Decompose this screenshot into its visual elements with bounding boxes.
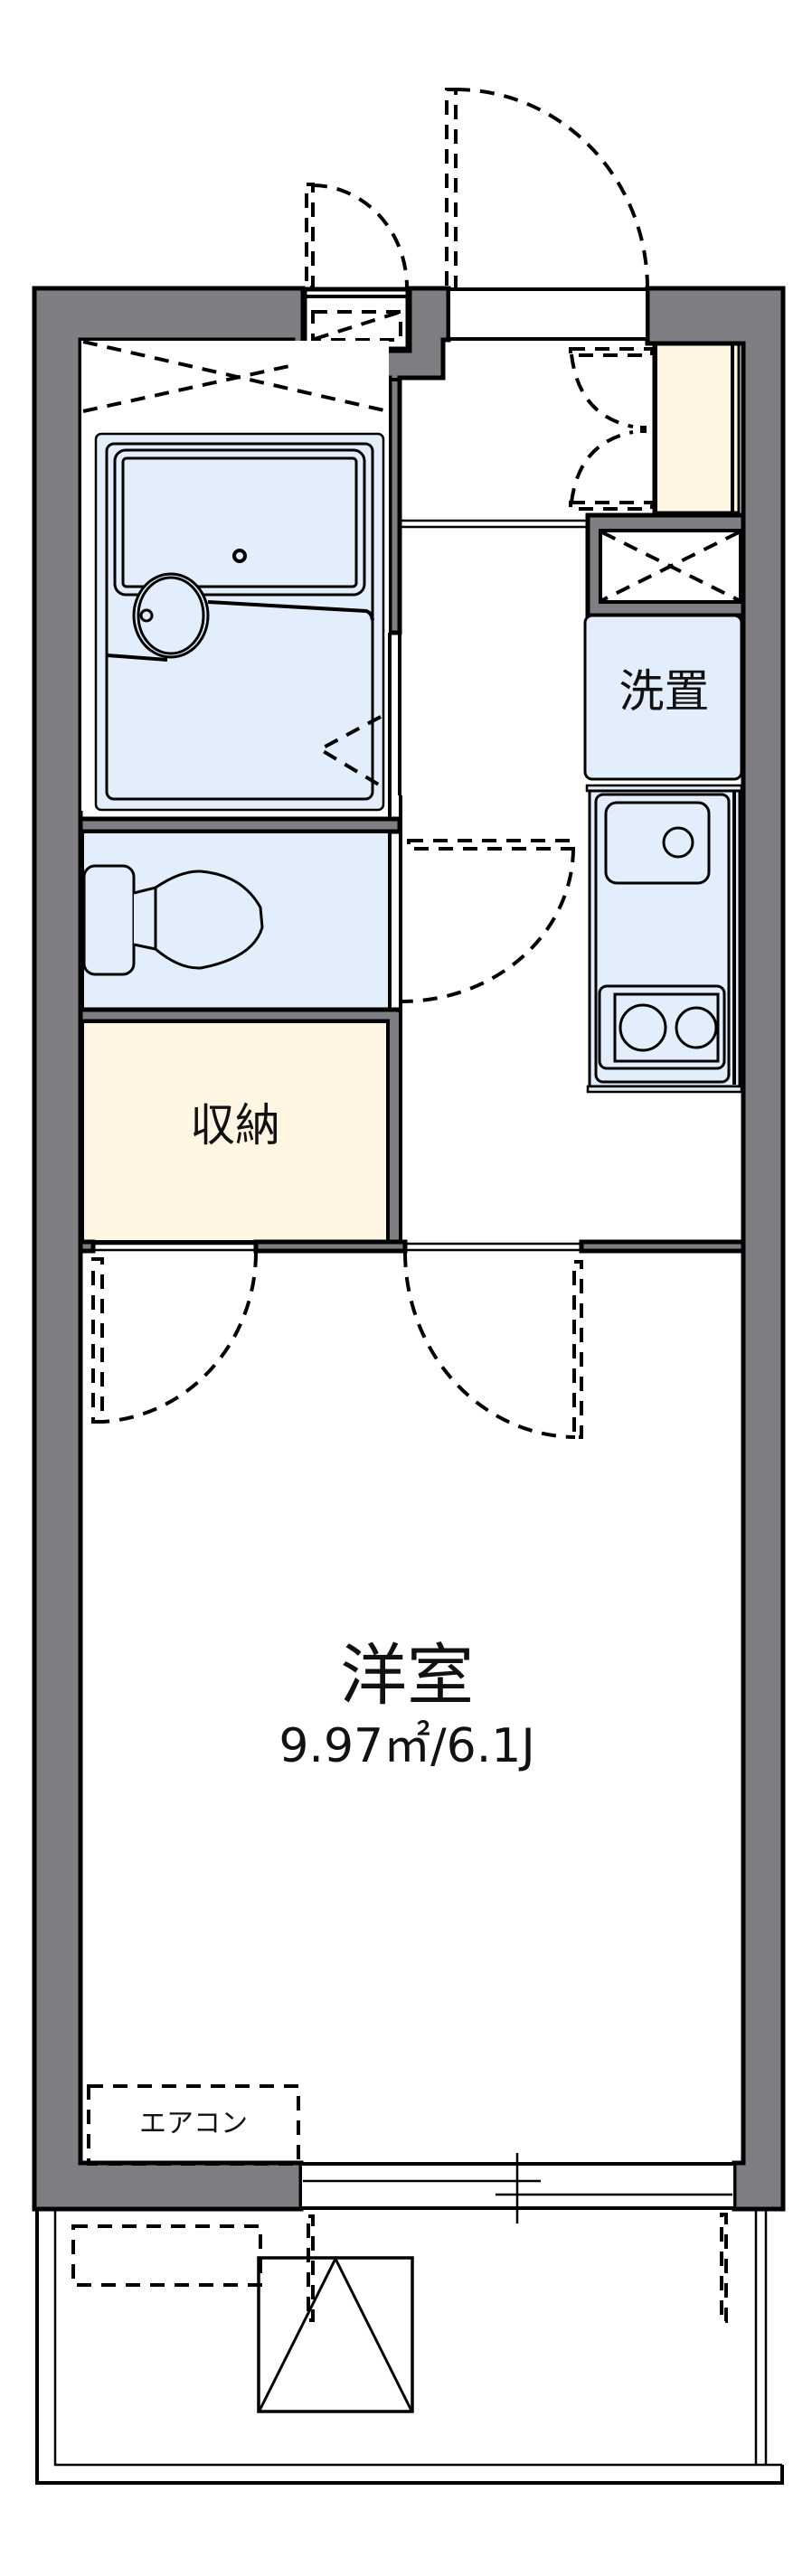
bathroom [81, 340, 389, 812]
storage-door-swing [91, 1252, 258, 1424]
air-conditioner-outline [87, 2084, 300, 2166]
evacuation-hatch [257, 2256, 414, 2413]
room-area-label: 9.97㎡/6.1J [279, 1719, 535, 1773]
kitchen-counter [585, 784, 743, 1094]
outdoor-unit-outline [71, 2224, 262, 2287]
bathroom-hall-wall [388, 378, 401, 830]
bath-toilet-partition [78, 816, 402, 834]
room-door-swing [403, 1252, 583, 1439]
meter-box [302, 287, 411, 352]
hall-threshold [401, 519, 588, 529]
washer-space [583, 614, 743, 781]
pipe-space [585, 512, 746, 618]
storage-label: 収納 [190, 1099, 280, 1152]
storage [80, 1012, 402, 1252]
balcony [35, 2209, 784, 2485]
toilet-door-swing [388, 795, 575, 1012]
room-partition [78, 1239, 746, 1254]
room-name-label: 洋室 [340, 1637, 474, 1715]
meter-door-swing [305, 183, 409, 289]
balcony-window[interactable] [301, 2153, 734, 2223]
shoe-cabinet [569, 343, 741, 514]
washer-space-label: 洗置 [618, 665, 710, 718]
entry-door-swing [445, 88, 649, 290]
air-conditioner-label: エアコン [139, 2108, 248, 2139]
entrance [448, 287, 647, 341]
toilet-room [80, 830, 392, 1011]
